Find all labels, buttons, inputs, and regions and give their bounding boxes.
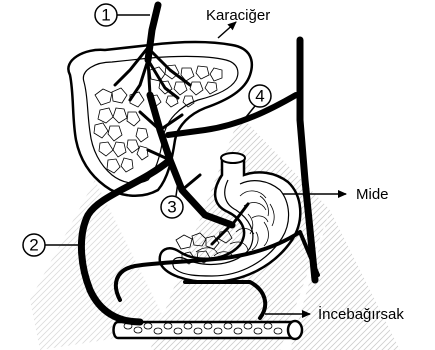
marker-1-text: 1 [101, 6, 110, 25]
marker-1: 1 [95, 4, 150, 26]
stomach-label: Mide [356, 186, 389, 203]
intestine-label: İncebağırsak [318, 305, 404, 323]
liver-label: Karaciğer [206, 7, 270, 24]
marker-3-text: 3 [167, 198, 176, 217]
label-liver: Karaciğer [206, 7, 270, 38]
intestine-opening [288, 321, 302, 339]
esophagus-opening [221, 153, 245, 163]
marker-4-text: 4 [255, 87, 264, 106]
marker-2-text: 2 [29, 236, 38, 255]
